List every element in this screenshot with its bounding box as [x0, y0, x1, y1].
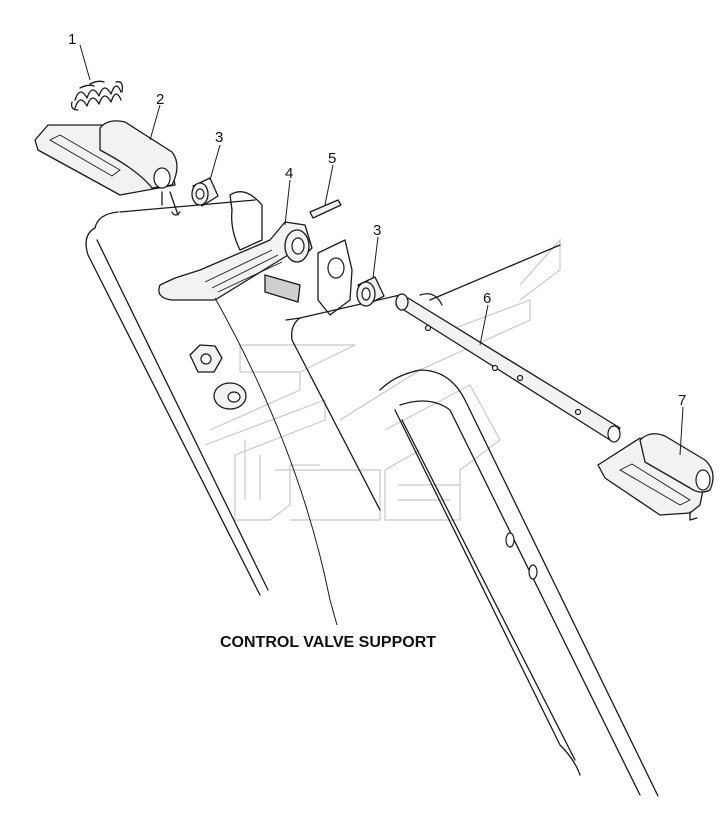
bushing-part-3-left: [191, 177, 219, 207]
callout-5: 5: [328, 150, 336, 167]
washer-nut: [213, 382, 247, 410]
frame-hole: [505, 532, 515, 548]
bracket-part-2: [34, 120, 181, 216]
callout-6: 6: [483, 290, 491, 307]
spring-part-1: [70, 80, 124, 111]
callout-7: 7: [678, 392, 686, 409]
callout-3-left: 3: [215, 129, 223, 146]
diagram-caption: CONTROL VALVE SUPPORT: [220, 634, 436, 651]
lever-part-4: [158, 221, 313, 301]
callout-2: 2: [156, 91, 164, 108]
shaft-part-6: [395, 293, 621, 443]
callout-3-right: 3: [373, 222, 381, 239]
support-frame: [85, 191, 659, 797]
leader-lines: [79, 44, 684, 626]
callouts: 1 2 3 4 5 3 6 7: [68, 31, 686, 409]
bracket-part-7: [597, 433, 714, 521]
bushing-part-3-right: [356, 276, 385, 307]
frame-hole: [528, 564, 538, 580]
pin-part-5: [309, 199, 342, 219]
watermark-logo: [204, 238, 561, 521]
callout-4: 4: [285, 165, 293, 182]
callout-1: 1: [68, 31, 76, 48]
hex-nut: [189, 344, 223, 373]
